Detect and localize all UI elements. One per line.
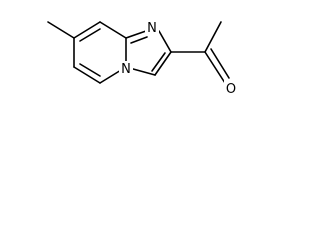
bond-methyl <box>47 21 75 39</box>
atom-n1-label: N <box>147 21 157 36</box>
bond-c2-c3-double <box>151 52 166 72</box>
bond-c8a-n1-double <box>130 36 148 44</box>
bond-c7-c8-double <box>79 28 101 42</box>
structure-canvas: N N O <box>0 0 270 122</box>
atom-o-label: O <box>226 82 236 97</box>
molecule-diagram: N N O <box>47 19 238 97</box>
bond-c8a-n1 <box>125 30 147 39</box>
bond-carbonyl-methyl <box>204 21 222 53</box>
atom-n4-label: N <box>121 62 131 77</box>
n1-label-bg <box>145 19 159 35</box>
bond-n1-c2 <box>158 30 172 53</box>
bond-carbonyl-o <box>204 51 226 84</box>
bond-c2-c3 <box>154 51 172 76</box>
bond-carbonyl-o-double <box>210 48 230 79</box>
bond-c8-c8a <box>99 21 127 39</box>
bond-c5-c6-double <box>79 63 101 77</box>
bond-c7-c8 <box>73 21 101 39</box>
n4-label-bg <box>119 61 133 75</box>
bond-c5-c6 <box>73 66 101 84</box>
o-label-bg <box>224 80 238 96</box>
